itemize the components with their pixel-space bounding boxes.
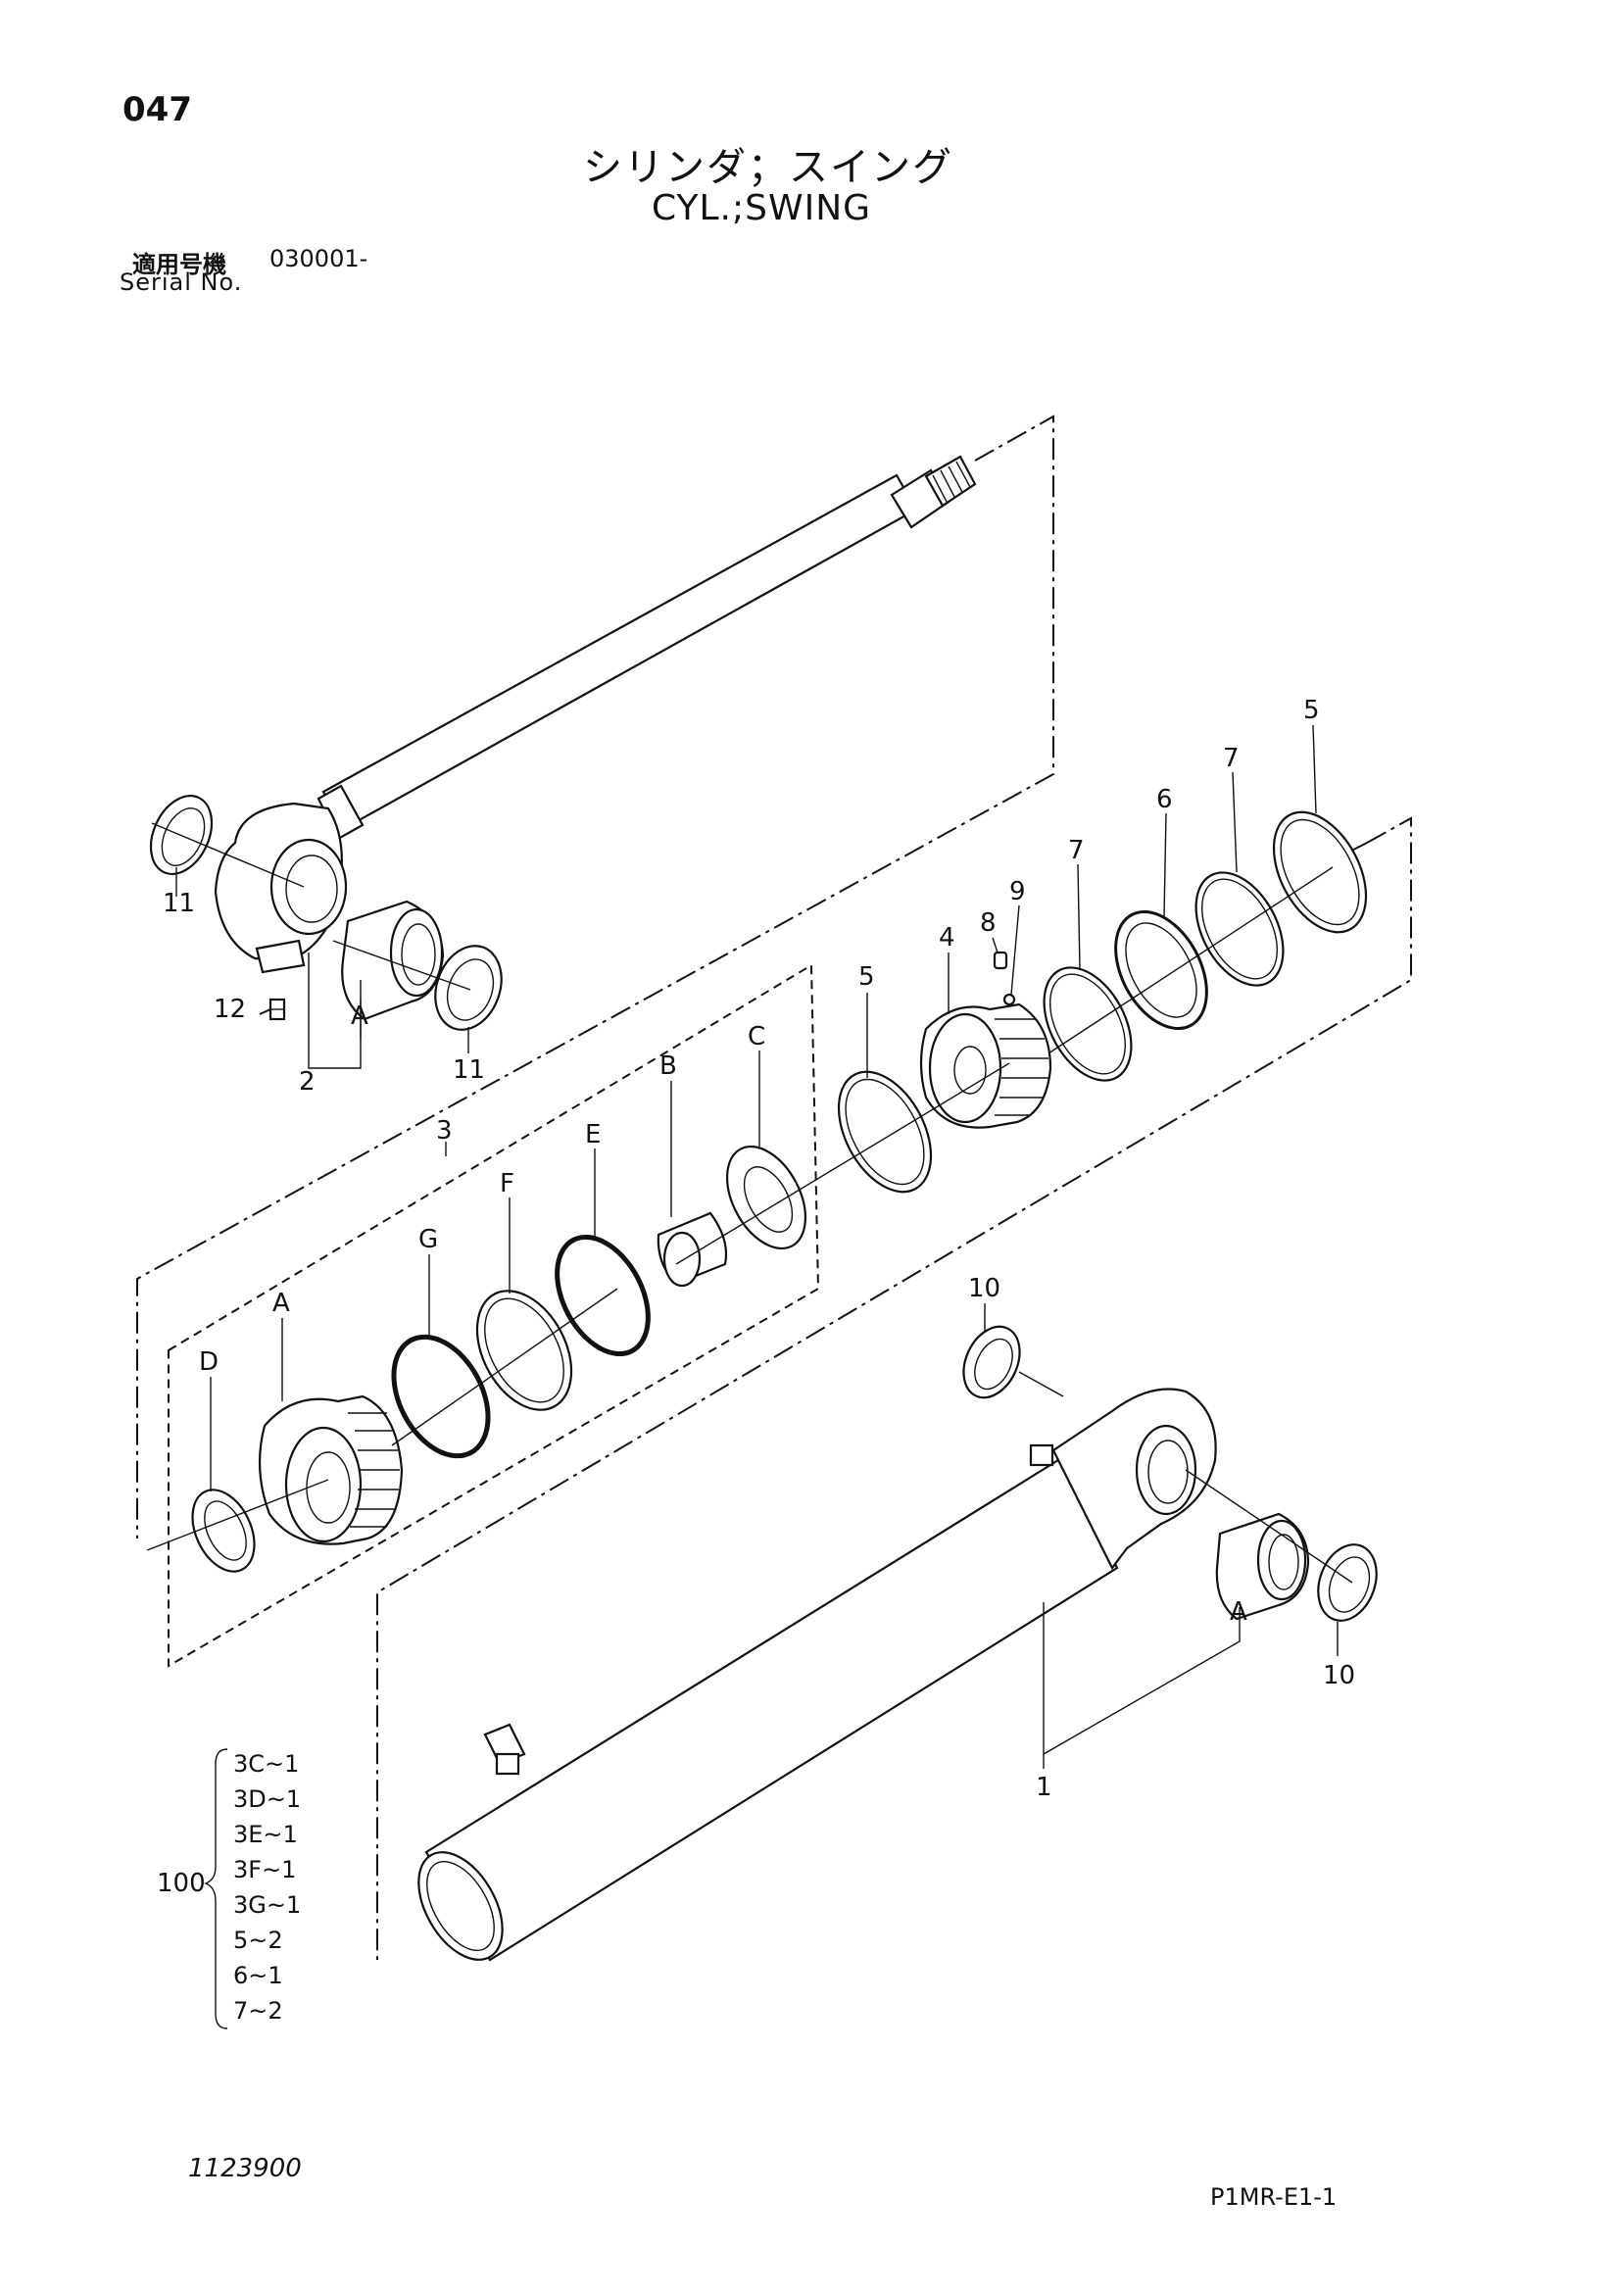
seal-kit-item: 7~2: [233, 1997, 283, 2025]
title-english: CYL.;SWING: [652, 188, 872, 228]
dust-wiper-d: [191, 1489, 256, 1573]
title-japanese: シリンダ；スイング: [583, 145, 953, 190]
piston-4: [919, 1002, 1052, 1129]
callout-b: B: [659, 1051, 677, 1081]
callout-3: 3: [436, 1116, 453, 1146]
steel-ball-9: [1002, 993, 1016, 1006]
callout-a-rod-bushing: A: [351, 1001, 368, 1031]
cylinder-head-a: [258, 1394, 404, 1545]
page-number: 047: [122, 90, 192, 129]
callout-5-right: 5: [1303, 696, 1320, 725]
cylinder-tube: [417, 1388, 1217, 1962]
drawing-number: 1123900: [188, 2154, 302, 2183]
callout-a-head: A: [272, 1289, 290, 1318]
callout-2: 2: [299, 1067, 316, 1097]
callout-f: F: [500, 1169, 514, 1198]
callout-8: 8: [980, 908, 997, 938]
dust-seal-10-top: [962, 1325, 1021, 1399]
callout-11-top: 11: [163, 889, 195, 918]
callout-9: 9: [1009, 877, 1026, 906]
seal-kit-item: 3C~1: [233, 1750, 299, 1778]
callout-c: C: [748, 1022, 765, 1051]
serial-label-japanese: 適用号機: [132, 251, 226, 278]
grease-fitting-12: [268, 998, 286, 1021]
callout-10-bottom: 10: [1323, 1661, 1355, 1690]
page-code: P1MR-E1-1: [1210, 2183, 1338, 2211]
callout-a-tube-bushing: A: [1230, 1597, 1247, 1627]
piston-seal-6: [1114, 909, 1208, 1031]
piston-rod: [214, 455, 977, 974]
set-screw-8: [993, 951, 1008, 970]
callout-12: 12: [214, 995, 246, 1024]
seal-kit-item: 3D~1: [233, 1785, 301, 1813]
rod-assembly-boundary: [136, 415, 1054, 1539]
piston-ring-5-right: [1272, 810, 1368, 934]
callout-7-left: 7: [1068, 836, 1085, 865]
bushing-a-tube: [1215, 1512, 1310, 1621]
callout-4: 4: [939, 923, 955, 953]
seal-kit-item: 5~2: [233, 1927, 283, 1954]
callout-e: E: [585, 1120, 601, 1149]
o-ring-g: [391, 1334, 491, 1459]
backup-ring-f: [475, 1290, 573, 1411]
cylinder-head-group-boundary: [168, 963, 820, 1668]
dust-seal-10-bottom: [1317, 1543, 1378, 1622]
callout-7-right: 7: [1223, 744, 1240, 773]
callout-1: 1: [1036, 1773, 1052, 1802]
seal-kit-number: 100: [157, 1869, 206, 1898]
callout-d: D: [199, 1347, 219, 1377]
seal-kit-item: 3E~1: [233, 1821, 298, 1848]
piston-ring-5-left: [837, 1070, 933, 1194]
bushing-b: [657, 1211, 728, 1288]
seal-kit-list: 100 3C~1 3D~1 3E~1 3F~1 3G~1 5~2 6~1 7~2: [157, 1748, 301, 2029]
bushing-a-rod: [341, 900, 445, 1021]
seal-kit-item: 3F~1: [233, 1856, 296, 1883]
rod-seal-e: [555, 1234, 651, 1357]
callout-g: G: [418, 1225, 438, 1254]
serial-label-english: Serial No.: [120, 269, 243, 296]
serial-number-value: 030001-: [269, 245, 368, 272]
tube-assembly-boundary: [376, 816, 1412, 1960]
callout-11-bottom: 11: [453, 1055, 485, 1085]
buffer-ring-c: [725, 1145, 807, 1250]
callout-6: 6: [1156, 785, 1173, 814]
seal-kit-item: 3G~1: [233, 1891, 301, 1919]
callout-10-top: 10: [968, 1274, 1000, 1303]
callout-5-left: 5: [858, 962, 875, 992]
seal-kit-item: 6~1: [233, 1962, 283, 1989]
